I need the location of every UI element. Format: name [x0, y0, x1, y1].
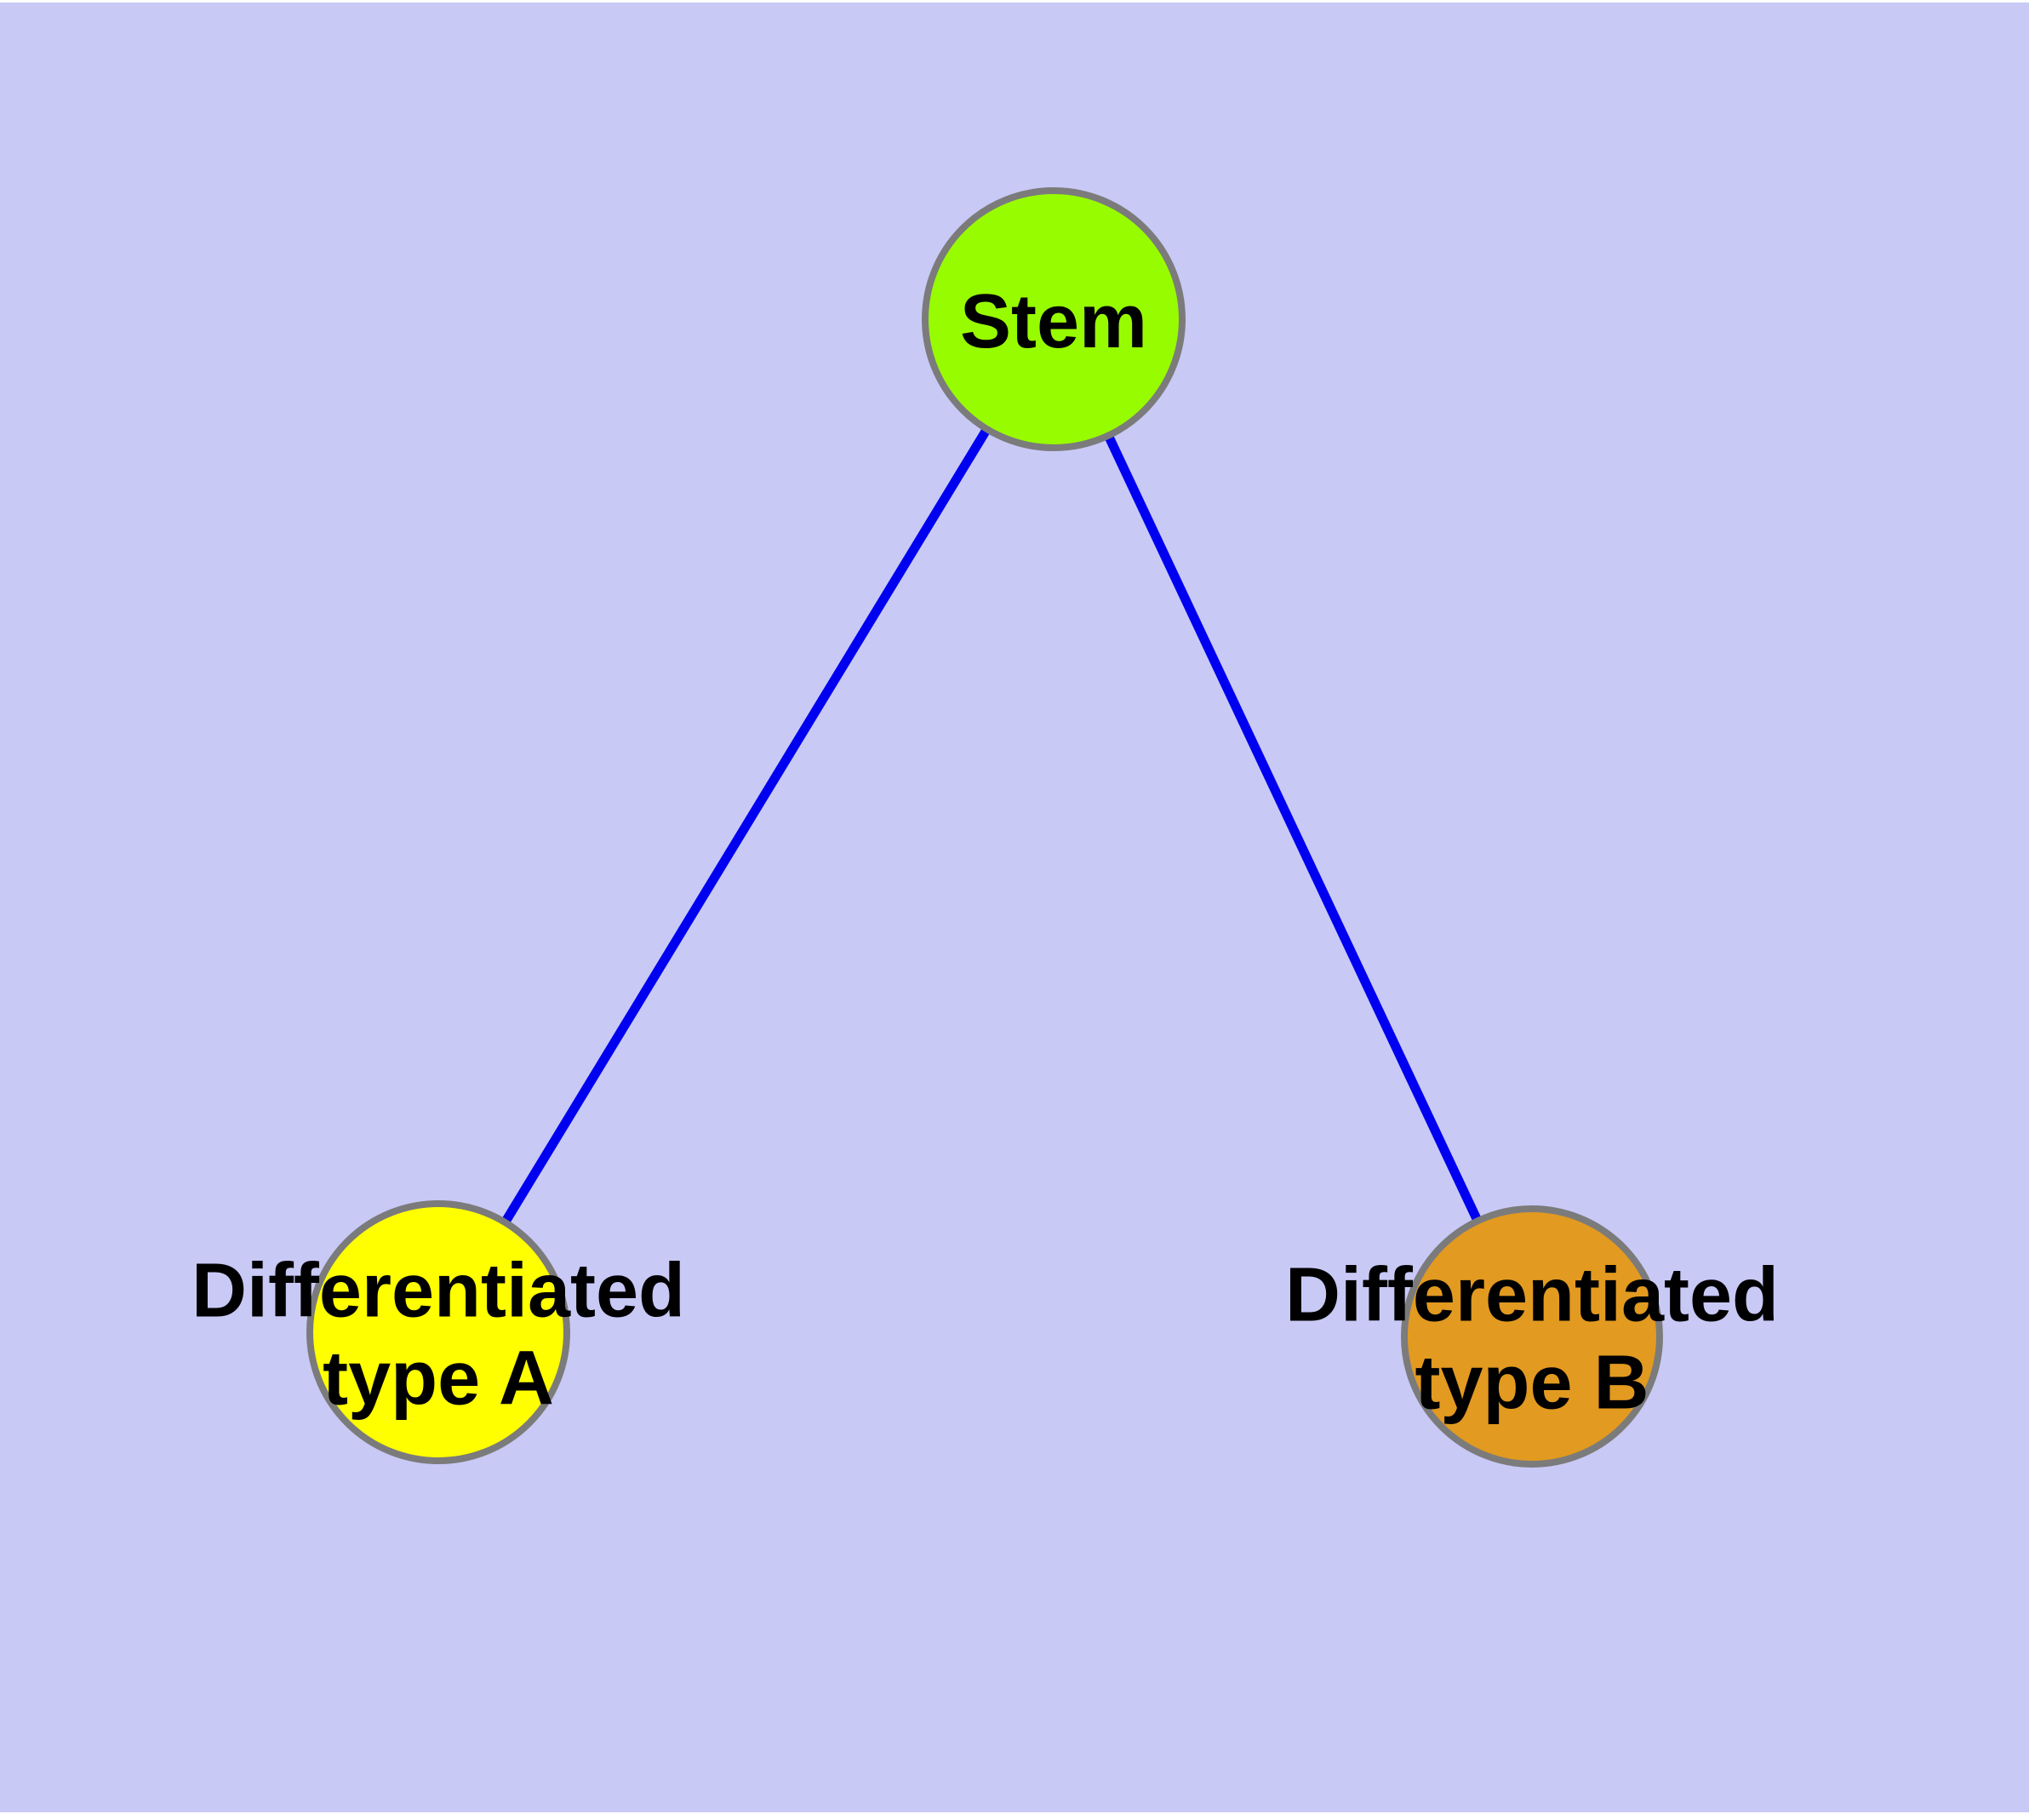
node-stem-label: Stem — [960, 279, 1147, 364]
edge-stem-to-diff-a — [434, 317, 1058, 1335]
node-diff-a-label-line-1: Differentiated — [191, 1249, 685, 1334]
node-stem-label-line-1: Stem — [960, 279, 1147, 364]
node-diff-b-label-line-2: type B — [1415, 1341, 1649, 1426]
node-diff-a-label-line-2: type A — [323, 1336, 554, 1422]
edge-stem-to-diff-b — [1049, 317, 1536, 1339]
node-diff-b-circle — [1401, 1205, 1663, 1468]
node-stem-circle — [922, 187, 1186, 451]
nodes-layer — [306, 187, 1663, 1468]
node-diff-b-label-line-1: Differentiated — [1285, 1253, 1779, 1338]
edges-layer — [434, 317, 1536, 1339]
node-diff-a-circle — [306, 1200, 570, 1464]
